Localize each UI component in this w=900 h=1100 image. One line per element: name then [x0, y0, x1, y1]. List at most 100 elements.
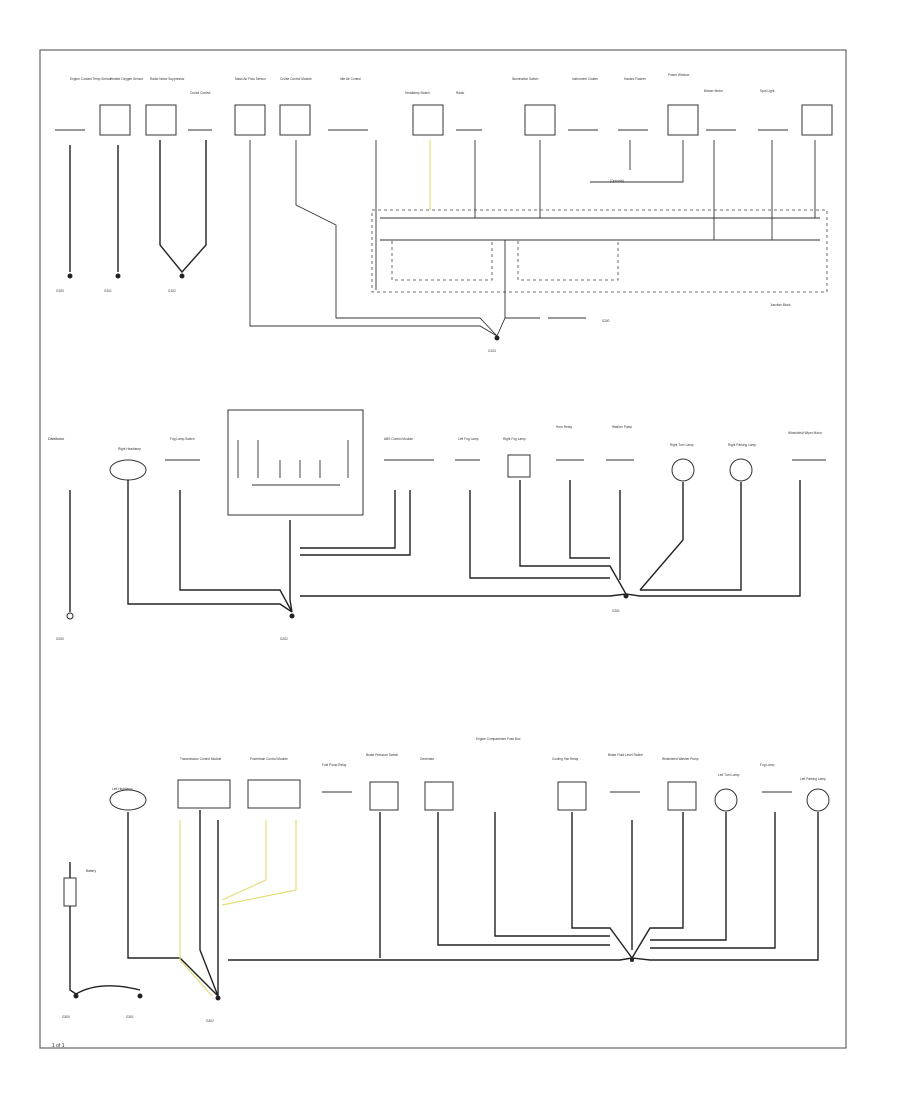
- right-fog-lamp-box: [507, 454, 531, 478]
- battery-wires: [69, 862, 141, 995]
- ground-g201-icon: [623, 593, 629, 599]
- instrument-panel-internal: [237, 440, 349, 486]
- ground-g302-label: G302: [206, 1019, 214, 1023]
- bot-label-6: Engine Compartment Fuse Box: [476, 737, 521, 741]
- top-label-1: Heated Oxygen Sensor: [110, 77, 144, 81]
- bot-label-12: Left Parking Lamp: [800, 777, 826, 781]
- bot-label-8: Brake Fluid Level Switch: [608, 753, 643, 757]
- washer-pump-box: [667, 781, 697, 811]
- bottom-component-labels: Left Headlamp Transmission Control Modul…: [112, 737, 826, 791]
- bottom-yellow-wire-2: [221, 820, 267, 901]
- ground-g102-icon: [179, 273, 185, 279]
- left-turn-lamp-icon: [714, 788, 738, 812]
- top-box-4: [234, 104, 266, 136]
- ground-g300-label: G300: [62, 1015, 70, 1019]
- top-bus-drops: [375, 140, 816, 290]
- top-label-12: Power Window: [668, 73, 690, 77]
- bot-label-11: Fog Lamp: [760, 763, 775, 767]
- junction-bus: [380, 217, 820, 241]
- top-label-3: Cruise Control: [190, 91, 211, 95]
- bottom-yellow-wire: [179, 820, 213, 997]
- ground-g103-icon: [494, 335, 500, 341]
- bottom-right-converge: [228, 812, 819, 961]
- left-parking-lamp-icon: [806, 788, 830, 812]
- bot-label-2: Powertrain Control Module: [250, 757, 288, 761]
- mid-label-7: Washer Pump: [612, 425, 632, 429]
- top-label-0: Engine Coolant Temp Sensor: [70, 77, 112, 81]
- top-label-4: Mass Air Flow Sensor: [235, 77, 267, 81]
- ground-g100-label: G100: [56, 289, 64, 293]
- splice-s200-label: S200: [602, 319, 610, 323]
- bot-label-0: Left Headlamp: [112, 787, 133, 791]
- ground-g103-label: G103: [488, 349, 496, 353]
- bot-label-9: Windshield Washer Pump: [662, 757, 699, 761]
- top-label-6: Idle Air Control: [340, 77, 361, 81]
- ground-g100-icon: [67, 273, 73, 279]
- distributor-label: Distributor: [48, 437, 65, 441]
- bottom-yellow-wire-3: [221, 820, 297, 906]
- middle-component-labels: Right Headlamp Fog Lamp Switch Instrumen…: [118, 415, 823, 451]
- junction-inner-right: [517, 239, 619, 281]
- top-box-7: [412, 104, 444, 136]
- mid-label-5: Right Fog Lamp: [503, 437, 526, 441]
- ground-g102-label: G102: [168, 289, 176, 293]
- mid-label-4: Left Fog Lamp: [458, 437, 479, 441]
- ground-g201-label: G201: [612, 609, 620, 613]
- top-box-14: [801, 104, 833, 136]
- mid-label-9: Right Parking Lamp: [728, 443, 756, 447]
- optional-label: (Optional): [610, 179, 624, 183]
- mid-label-8: Right Turn Lamp: [670, 443, 694, 447]
- ground-g302-icon: [215, 995, 221, 1001]
- ground-g300-icon: [73, 993, 79, 999]
- junction-block-label: Junction Block: [770, 303, 791, 307]
- brake-switch-box: [369, 781, 399, 811]
- bottom-left-converge: [127, 810, 219, 997]
- top-label-7: Headlamp Switch: [405, 91, 430, 95]
- right-headlamp-icon: [109, 459, 147, 481]
- middle-left-converge: [127, 480, 411, 613]
- top-label-14: Spot Light: [760, 89, 774, 93]
- top-section: Engine Coolant Temp Sensor Heated Oxygen…: [55, 73, 833, 353]
- splice-bottom-icon: [630, 958, 634, 962]
- top-label-9: Illumination Switch: [512, 77, 539, 81]
- diagram-frame: [39, 49, 847, 1049]
- top-box-2: [145, 104, 177, 136]
- junction-inner-left: [391, 239, 493, 281]
- top-label-11: Hazard Flasher: [624, 77, 647, 81]
- left-headlamp-icon: [109, 789, 147, 811]
- instrument-panel-box: [227, 409, 364, 516]
- pcm-box: [247, 779, 301, 809]
- ground-g101-icon: [115, 273, 121, 279]
- top-box-5: [279, 104, 311, 136]
- ground-g200-icon: [66, 612, 74, 620]
- top-box-9: [524, 104, 556, 136]
- right-turn-lamp-icon: [671, 458, 695, 482]
- junction-block-outline: [371, 209, 828, 293]
- top-label-2: Radio Noise Suppressor: [150, 77, 185, 81]
- top-label-10: Instrument Cluster: [572, 77, 599, 81]
- top-label-13: Blower Motor: [704, 89, 724, 93]
- middle-section: Distributor Right Headlamp Fog Lamp Swit…: [48, 409, 826, 641]
- mid-label-6: Horn Relay: [556, 425, 572, 429]
- top-feeds-left: [69, 145, 119, 272]
- bot-label-10: Left Turn Lamp: [718, 773, 740, 777]
- bot-label-5: Generator: [420, 757, 435, 761]
- ground-g200-label: G200: [56, 637, 64, 641]
- mid-label-1: Fog Lamp Switch: [170, 437, 195, 441]
- bottom-section: Left Headlamp Transmission Control Modul…: [62, 737, 830, 1023]
- top-box-1: [99, 104, 131, 136]
- battery-icon: [63, 877, 77, 907]
- middle-right-converge: [300, 480, 801, 597]
- bot-label-1: Transmission Control Module: [180, 757, 222, 761]
- top-component-labels: Engine Coolant Temp Sensor Heated Oxygen…: [70, 73, 774, 95]
- top-box-12: [667, 104, 699, 136]
- tcm-box: [177, 779, 231, 809]
- mid-label-10: Windshield Wiper Motor: [788, 431, 823, 435]
- ground-g301-label: G301: [126, 1015, 134, 1019]
- ground-g202-icon: [289, 613, 295, 619]
- top-label-8: Radio: [456, 91, 465, 95]
- top-label-5: Cruise Control Module: [280, 77, 312, 81]
- right-parking-lamp-icon: [729, 458, 753, 482]
- battery-label: Battery: [86, 869, 97, 873]
